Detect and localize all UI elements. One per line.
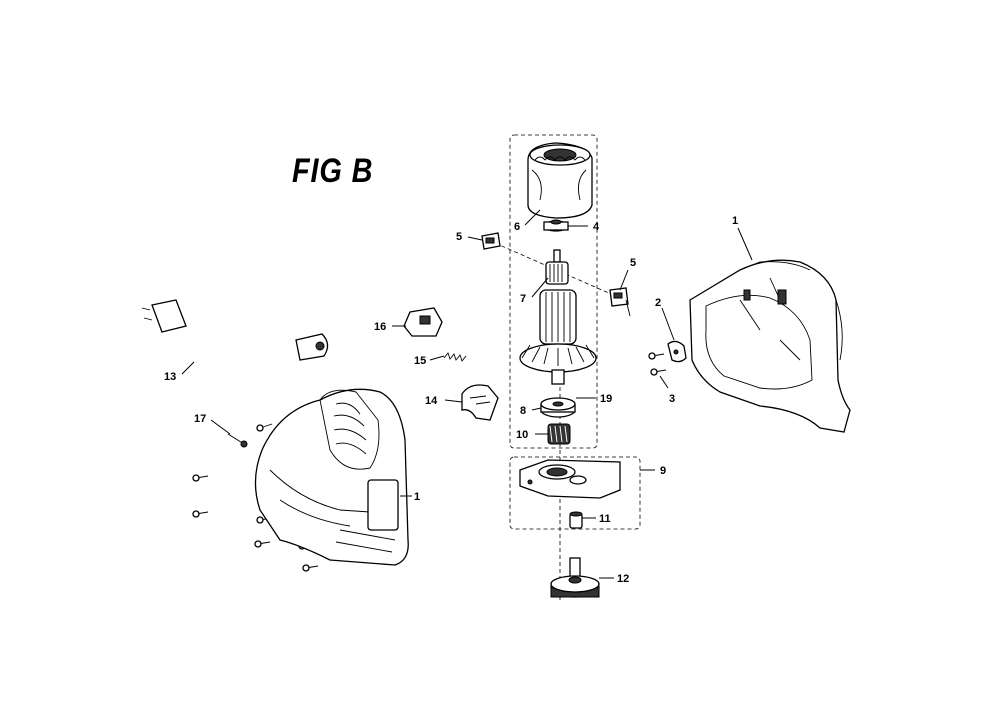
figure-title: FIG B (292, 152, 374, 190)
carbon-brush-left (481, 232, 501, 250)
bearing-part-4 (543, 219, 569, 232)
callout-16: 16 (374, 321, 386, 333)
housing-half-left (254, 388, 409, 566)
callout-5-right: 5 (630, 257, 636, 269)
callout-2: 2 (655, 297, 661, 309)
switch-part (403, 307, 443, 337)
clip-part (667, 340, 687, 363)
housing-half-right (689, 259, 851, 433)
callout-7: 7 (520, 293, 526, 305)
callout-6: 6 (514, 221, 520, 233)
carbon-brush-right (609, 287, 631, 317)
callout-5-left: 5 (456, 231, 462, 243)
callout-14: 14 (425, 395, 438, 407)
pinion-gear-part (547, 423, 571, 445)
callout-10: 10 (516, 429, 528, 441)
gear-housing-part (519, 459, 621, 499)
bushing-part (569, 511, 583, 529)
callout-19: 19 (600, 393, 612, 405)
callout-17: 17 (194, 413, 206, 425)
bearing-part-8 (540, 397, 576, 418)
armature-part (519, 249, 597, 385)
callout-4: 4 (593, 221, 600, 233)
callout-12: 12 (617, 573, 629, 585)
gear-housing-group-box (509, 456, 641, 530)
motor-assembly-group-box (509, 134, 598, 449)
power-cord-part (141, 299, 329, 363)
spring-part (443, 352, 467, 362)
callout-3: 3 (669, 393, 675, 405)
brush-alignment-line (494, 242, 621, 299)
callout-8: 8 (520, 405, 526, 417)
callout-1-right: 1 (732, 215, 738, 227)
field-coil-part (527, 142, 593, 219)
callout-1-left: 1 (414, 491, 420, 503)
callout-9: 9 (660, 465, 666, 477)
callout-15: 15 (414, 355, 426, 367)
output-gear-part (550, 557, 600, 598)
leader-lines (181, 209, 753, 579)
trigger-part (461, 384, 499, 421)
callout-13: 13 (164, 371, 176, 383)
screws-part-3 (648, 352, 667, 376)
callout-11: 11 (599, 513, 611, 525)
